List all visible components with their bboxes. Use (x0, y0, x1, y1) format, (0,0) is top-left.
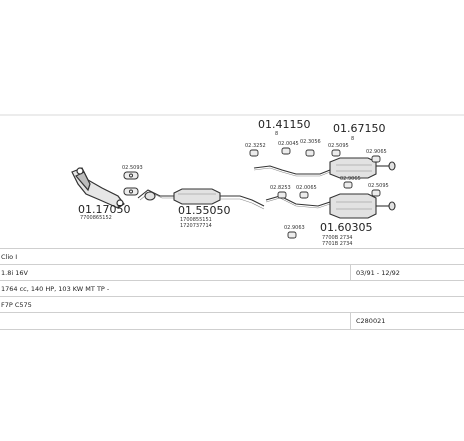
info-row-engine: 1.8i 16V 03/91 - 12/92 (0, 264, 464, 281)
info-row-specs: 1764 cc, 140 HP, 103 KW MT TP - (0, 280, 464, 297)
mount-code: 02.5095 (328, 143, 349, 149)
engine-specs: 1764 cc, 140 HP, 103 KW MT TP - (1, 285, 110, 293)
mount-code: 02.9065 (366, 149, 387, 155)
downpipe-code: 7700865152 (80, 215, 112, 221)
mount-code: 02.8253 (270, 185, 291, 191)
front-box-part (137, 188, 265, 210)
front-box-code2: 1720737714 (180, 223, 212, 229)
rear-right-sub: 8 (351, 136, 354, 142)
front-box-number: 01.55050 (178, 204, 231, 217)
mount-code: 02.3252 (245, 143, 266, 149)
rear-top-number: 01.41150 (258, 118, 311, 131)
model-name: Clio I (1, 253, 18, 261)
rear-bottom-code2: 7701B 2734 (322, 241, 352, 247)
rear-bottom-number: 01.60305 (320, 221, 373, 234)
engine-name: 1.8i 16V (1, 269, 28, 277)
mount-code: 02.9065 (340, 176, 361, 182)
engine-code: F7P C575 (1, 301, 32, 309)
mount-codes: 02.3252 02.0045 02.3056 02.5095 02.9065 … (245, 139, 389, 231)
mount-code: 02.0065 (296, 185, 317, 191)
info-row-engine-code: F7P C575 (0, 296, 464, 313)
rear-bottom-code1: 7700B 2734 (322, 235, 352, 241)
info-row-ref: C280021 (0, 312, 464, 330)
rear-right-number: 01.67150 (333, 122, 386, 135)
downpipe-part (71, 167, 125, 209)
mount-components (249, 147, 381, 239)
mount-code: 02.5095 (368, 183, 389, 189)
rear-bottom-part (265, 193, 396, 219)
downpipe-number: 01.17050 (78, 203, 131, 216)
column-divider (350, 265, 351, 281)
mount-code: 02.3056 (300, 139, 321, 145)
info-row-model: Clio I (0, 248, 464, 265)
rear-top-sub: 8 (275, 131, 278, 137)
rear-top-part (253, 157, 396, 179)
mount-code: 02.0045 (278, 141, 299, 147)
front-box-code1: 1700855151 (180, 217, 212, 223)
gasket-kit-part (123, 171, 139, 196)
reference-code: C280021 (356, 317, 386, 325)
column-divider (350, 313, 351, 329)
gasket-kit-code: 02.5093 (122, 165, 143, 171)
production-dates: 03/91 - 12/92 (356, 269, 400, 277)
mount-code: 02.9063 (284, 225, 305, 231)
